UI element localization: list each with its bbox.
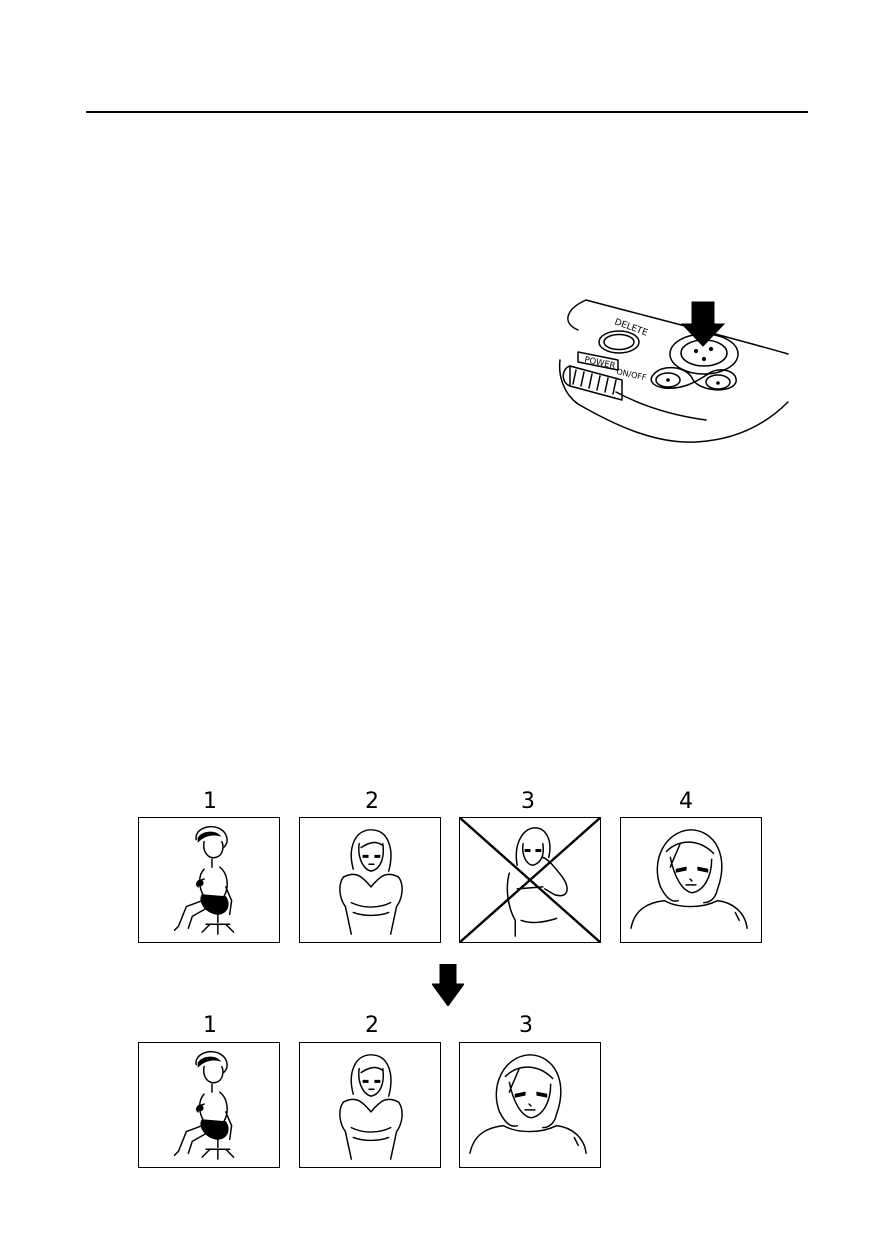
power-label: POWER: [583, 355, 616, 371]
photo-frame: [459, 1042, 601, 1168]
power-switch-icon: [569, 365, 623, 401]
camera-illustration: DELETE POWER ON/OFF: [558, 299, 789, 443]
frame-number: 1: [203, 789, 217, 814]
photo-frame: [299, 1042, 441, 1168]
zoom-buttons-icon: [650, 366, 737, 391]
delete-label: DELETE: [613, 317, 649, 338]
woman-portrait-icon: [630, 829, 748, 929]
woman-portrait-icon: [469, 1054, 587, 1154]
power-label-box: [577, 351, 619, 371]
photo-frame-deleted: [459, 817, 601, 943]
woman-hand-on-cheek-icon: [460, 818, 600, 942]
frame-number: 4: [679, 789, 693, 814]
delete-button-icon: [598, 330, 640, 354]
frame-number: 1: [203, 1013, 217, 1038]
frame-number: 2: [365, 789, 379, 814]
woman-standing-icon: [339, 1054, 403, 1160]
press-arrow-icon: [680, 301, 726, 347]
photo-frame: [138, 817, 280, 943]
frame-number: 3: [519, 1013, 533, 1038]
woman-seated-chair-icon: [173, 825, 235, 935]
photo-frame: [620, 817, 762, 943]
down-arrow-icon: [432, 964, 464, 1006]
frame-number: 2: [365, 1013, 379, 1038]
photo-frame: [138, 1042, 280, 1168]
photo-frame: [299, 817, 441, 943]
woman-standing-icon: [339, 829, 403, 935]
header-rule: [86, 111, 808, 113]
frame-number: 3: [521, 789, 535, 814]
woman-seated-chair-icon: [173, 1050, 235, 1160]
